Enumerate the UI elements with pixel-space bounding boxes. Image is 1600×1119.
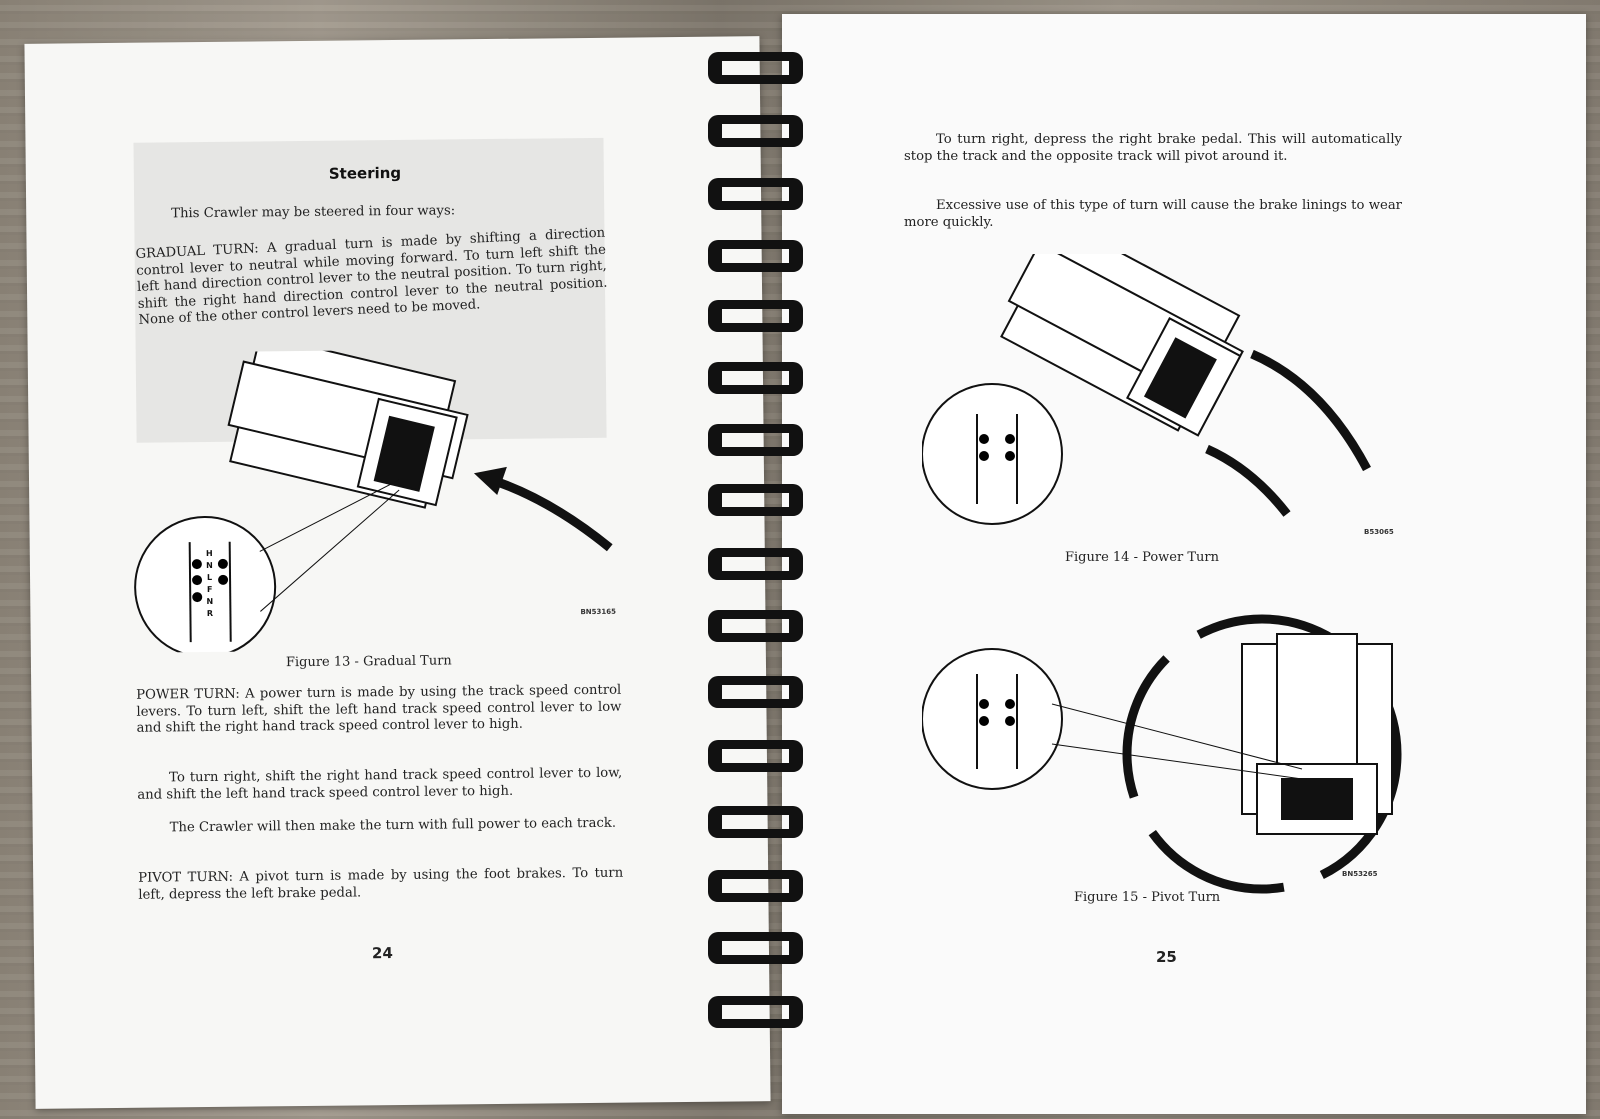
manual-page-24: Steering This Crawler may be steered in … [24,36,771,1109]
figure-13-caption: Figure 13 - Gradual Turn [285,653,452,671]
pivot-turn-paragraph: PIVOT TURN: A pivot turn is made by usin… [138,865,624,903]
power-turn-paragraph: POWER TURN: A power turn is made by usin… [136,682,622,736]
figure-14-code: B53065 [1364,528,1394,536]
page-number: 24 [371,944,393,963]
manual-page-25: To turn right, depress the right brake p… [782,14,1586,1114]
pivot-right-paragraph: To turn right, depress the right brake p… [904,132,1402,164]
page-number: 25 [1156,948,1177,966]
figure-15-code: BN53265 [1342,870,1378,878]
gradual-turn-diagram [134,347,613,653]
power-turn-full-power-paragraph: The Crawler will then make the turn with… [169,815,617,836]
section-heading: Steering [328,163,402,183]
power-turn-right-paragraph: To turn right, shift the right hand trac… [137,765,623,803]
pivot-turn-diagram [922,614,1402,894]
lever-position-letters: HNLFNR [205,548,214,618]
figure-13-code: BN53165 [580,607,617,617]
figure-14-caption: Figure 14 - Power Turn [1065,550,1219,565]
excessive-use-paragraph: Excessive use of this type of turn will … [904,198,1402,230]
figure-15-caption: Figure 15 - Pivot Turn [1074,890,1221,905]
power-turn-diagram [922,254,1371,525]
